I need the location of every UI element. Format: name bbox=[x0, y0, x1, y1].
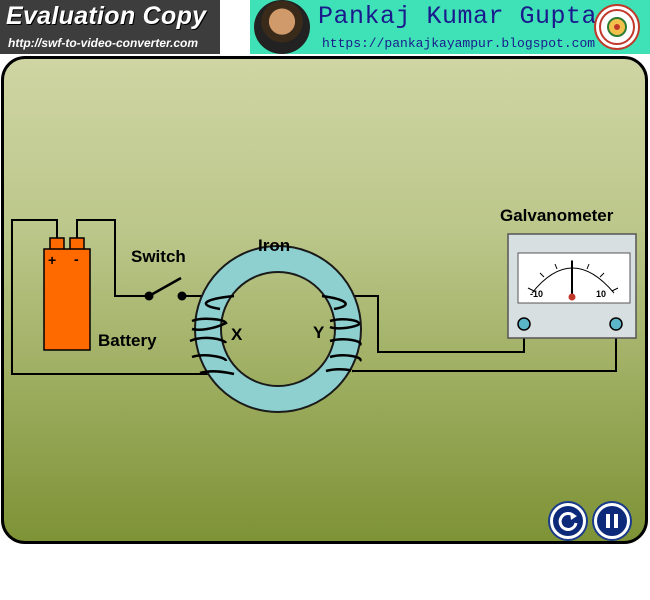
watermark-title: Evaluation Copy bbox=[6, 2, 207, 30]
watermark-url: http://swf-to-video-converter.com bbox=[8, 36, 199, 50]
coil-y bbox=[321, 294, 362, 373]
iron-label: Iron bbox=[258, 236, 291, 255]
galvanometer-label: Galvanometer bbox=[500, 206, 614, 225]
switch-contacts bbox=[144, 276, 187, 301]
battery-label: Battery bbox=[98, 331, 157, 350]
battery-positive-label: + bbox=[48, 252, 57, 268]
battery-cell bbox=[43, 237, 91, 351]
author-seal-logo bbox=[594, 4, 640, 50]
secondary-circuit-wires bbox=[322, 295, 617, 372]
circuit-diagram bbox=[11, 219, 637, 413]
pause-button[interactable] bbox=[594, 503, 630, 539]
iron-ring bbox=[194, 245, 362, 413]
galvanometer-scale-max: 10 bbox=[596, 289, 607, 299]
author-name: Pankaj Kumar Gupta bbox=[318, 2, 598, 31]
battery-negative-label: - bbox=[74, 251, 79, 267]
author-banner: Pankaj Kumar Gupta https://pankajkayampu… bbox=[250, 0, 650, 54]
author-photo bbox=[254, 0, 310, 54]
galvanometer-meter bbox=[507, 233, 637, 339]
coil-y-label: Y bbox=[313, 323, 325, 342]
coil-x bbox=[189, 294, 235, 376]
galvanometer-scale-min: -10 bbox=[530, 289, 544, 299]
coil-x-label: X bbox=[231, 325, 243, 344]
replay-button[interactable] bbox=[550, 503, 586, 539]
simulation-panel: + - Switch Iron Galvanometer Battery X Y… bbox=[1, 56, 648, 544]
pause-icon bbox=[606, 514, 618, 528]
author-url: https://pankajkayampur.blogspot.com bbox=[322, 36, 596, 51]
replay-icon bbox=[558, 511, 578, 531]
evaluation-watermark: Evaluation Copy http://swf-to-video-conv… bbox=[0, 0, 220, 54]
switch-label: Switch bbox=[131, 247, 186, 266]
